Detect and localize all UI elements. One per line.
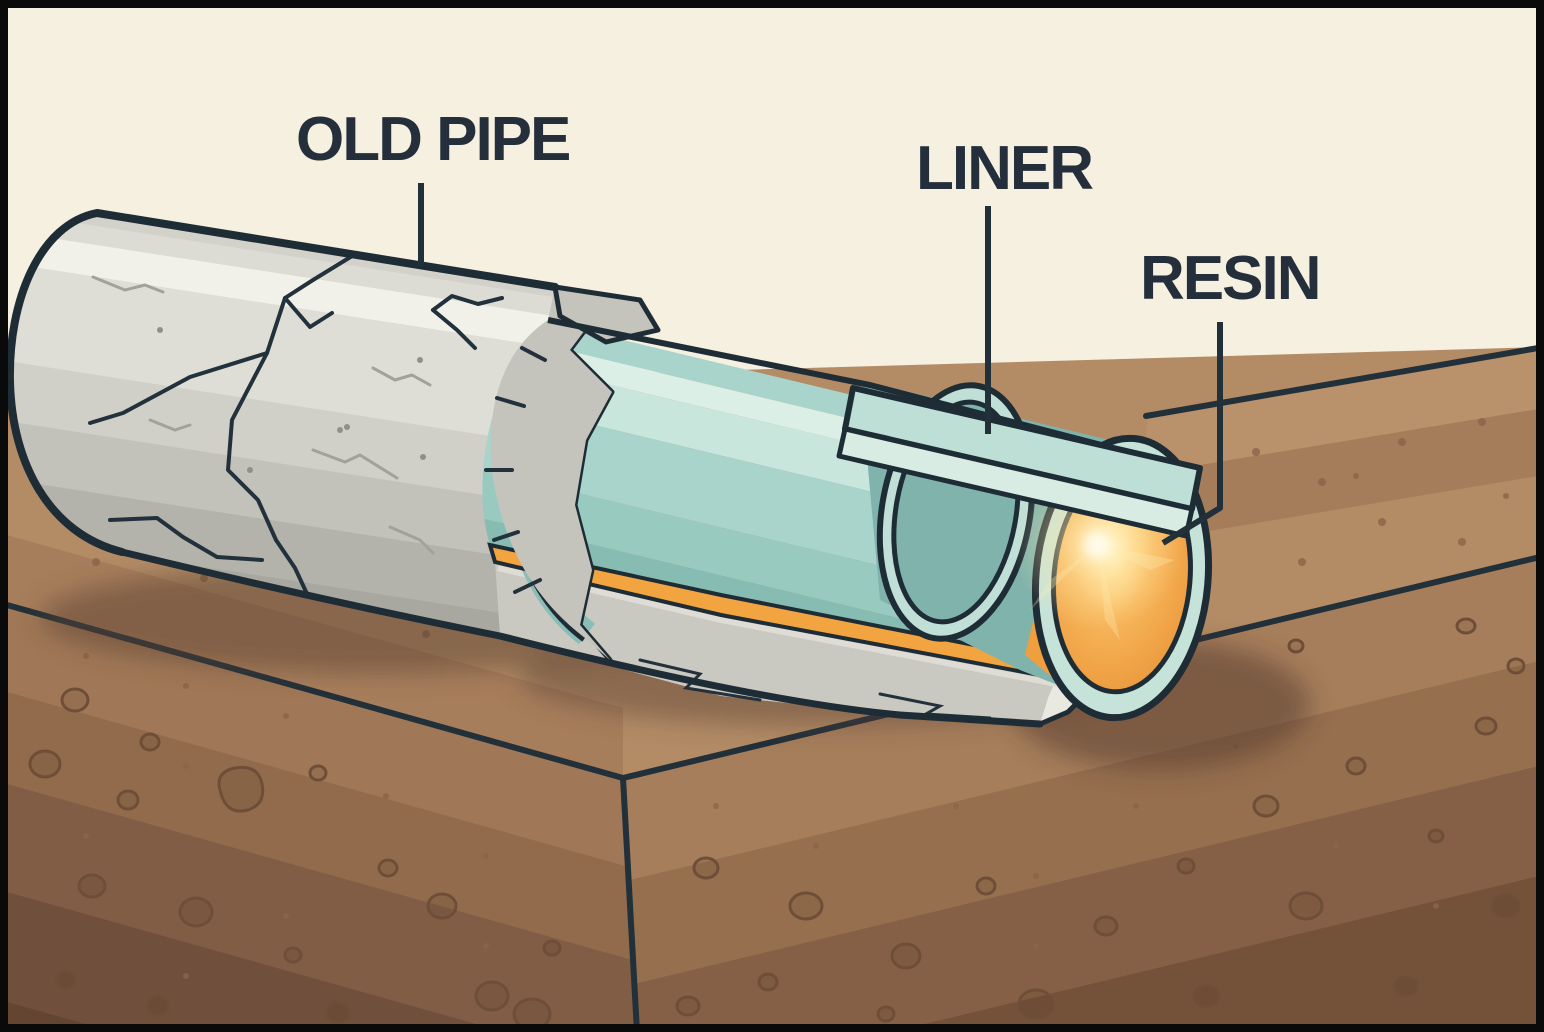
trench-face-right <box>623 556 1544 1032</box>
label-liner: LINER <box>916 134 1094 203</box>
leader-lines <box>418 183 1223 546</box>
label-resin: RESIN <box>1140 244 1321 313</box>
label-old-pipe: OLD PIPE <box>296 105 571 174</box>
trench-face-left <box>0 603 636 1032</box>
resin-leader-line <box>1161 322 1223 546</box>
liner-cut-slab <box>836 385 1203 539</box>
rim-joints <box>484 346 547 594</box>
old-pipe-specks <box>157 327 426 473</box>
old-pipe-hairline-cracks <box>91 275 435 555</box>
old-pipe-cracks <box>88 251 504 598</box>
soil-pebbles <box>28 617 1526 1031</box>
